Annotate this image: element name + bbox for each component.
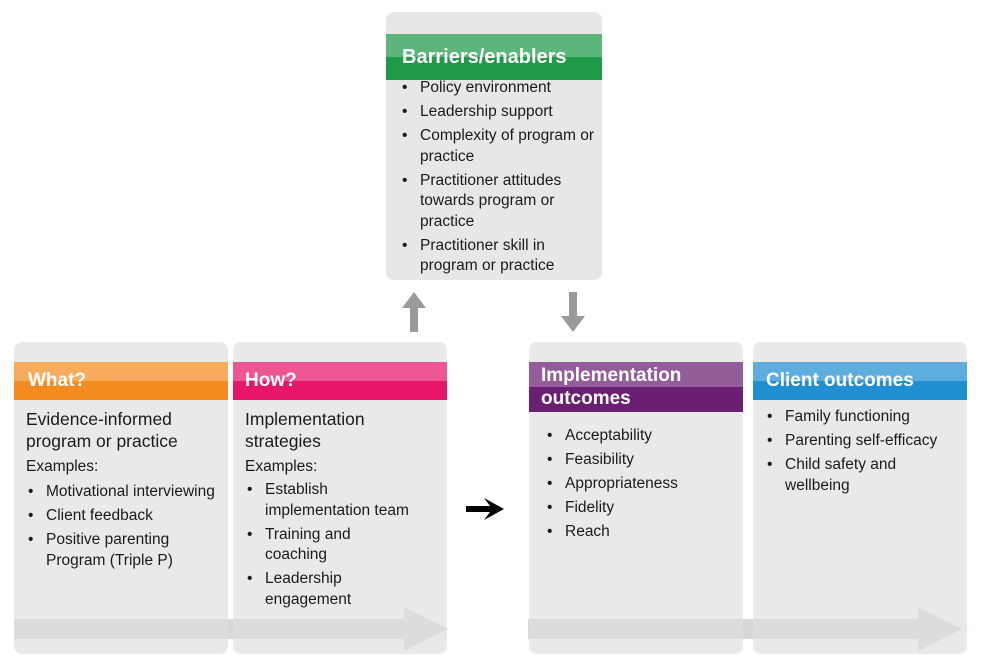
how-title: How? (245, 370, 297, 391)
barriers-enablers-title: Barriers/enablers (402, 46, 567, 68)
implementation-outcomes-list: Acceptability Feasibility Appropriatenes… (545, 426, 735, 546)
what-header: What? (14, 362, 228, 400)
what-examples-label: Examples: (26, 458, 99, 475)
left-flow-arrow-overlay (14, 607, 448, 651)
list-item: Training and coaching (245, 525, 415, 566)
client-outcomes-header: Client outcomes (753, 362, 967, 400)
list-item: Child safety and wellbeing (765, 455, 955, 496)
how-subtitle: Implementation strategies (245, 409, 365, 451)
list-item: Feasibility (545, 450, 735, 471)
implementation-outcomes-title: Implementation outcomes (541, 365, 682, 409)
list-item: Family functioning (765, 407, 955, 428)
list-item: Leadership engagement (245, 569, 415, 610)
list-item: Positive parenting Program (Triple P) (26, 530, 222, 571)
list-item: Parenting self-efficacy (765, 431, 955, 452)
what-list: Motivational interviewing Client feedbac… (26, 482, 222, 575)
what-title: What? (28, 370, 87, 391)
arrow-up-icon (402, 292, 426, 332)
list-item: Establish implementation team (245, 480, 415, 521)
list-item: Fidelity (545, 498, 735, 519)
list-item: Appropriateness (545, 474, 735, 495)
how-examples-label: Examples: (245, 458, 318, 475)
what-card: What? Evidence-informed program or pract… (14, 342, 228, 654)
list-item: Practitioner skill in program or practic… (400, 236, 600, 277)
list-item: Motivational interviewing (26, 482, 222, 503)
list-item: Reach (545, 522, 735, 543)
what-subtitle: Evidence-informed program or practice (26, 409, 178, 451)
list-item: Leadership support (400, 102, 600, 123)
list-item: Practitioner attitudes towards program o… (400, 171, 600, 233)
how-card: How? Implementation strategies Examples:… (233, 342, 447, 654)
implementation-outcomes-header: Implementation outcomes (529, 362, 743, 412)
list-item: Client feedback (26, 506, 222, 527)
arrow-down-icon (561, 292, 585, 332)
list-item: Complexity of program or practice (400, 126, 600, 167)
barriers-enablers-header: Barriers/enablers (386, 34, 602, 80)
arrow-right-icon (466, 498, 504, 520)
client-outcomes-card: Client outcomes Family functioning Paren… (753, 342, 967, 654)
how-list: Establish implementation team Training a… (245, 480, 415, 614)
right-flow-arrow-overlay (528, 607, 962, 651)
implementation-outcomes-card: Implementation outcomes Acceptability Fe… (529, 342, 743, 654)
client-outcomes-title: Client outcomes (766, 370, 914, 391)
how-header: How? (233, 362, 447, 400)
barriers-enablers-card: Barriers/enablers Policy environment Lea… (386, 12, 602, 280)
list-item: Acceptability (545, 426, 735, 447)
barriers-enablers-list: Policy environment Leadership support Co… (400, 78, 600, 280)
client-outcomes-list: Family functioning Parenting self-effica… (765, 407, 955, 500)
list-item: Policy environment (400, 78, 600, 99)
